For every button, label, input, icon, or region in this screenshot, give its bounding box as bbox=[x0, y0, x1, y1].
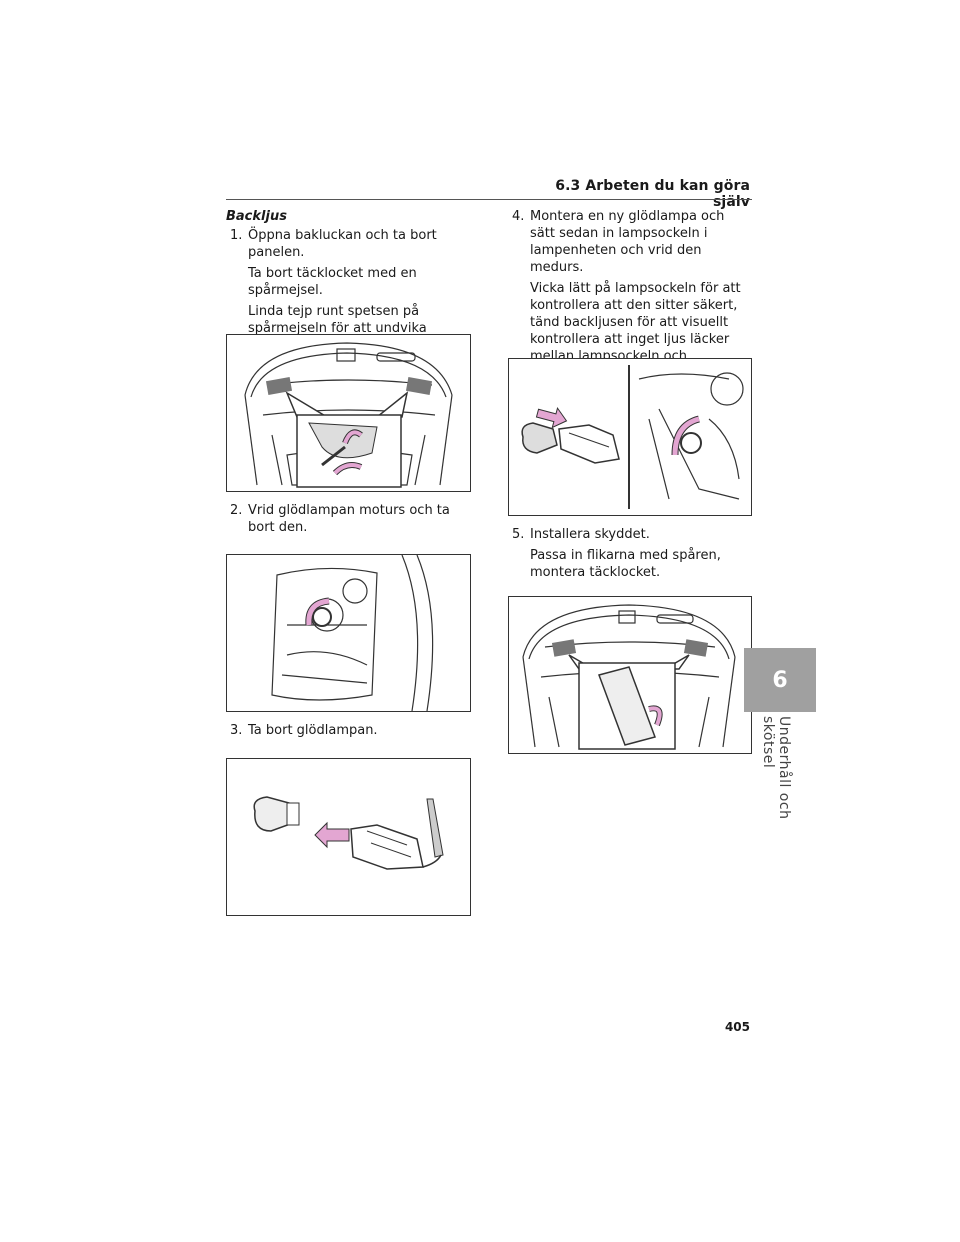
step-number: 1. bbox=[230, 228, 243, 243]
step-number: 4. bbox=[512, 209, 525, 224]
figure-remove-bulb bbox=[226, 758, 471, 916]
left-column-step-2: 2. Vrid glödlampan moturs och ta bort de… bbox=[226, 502, 472, 540]
bulb-removal-illustration bbox=[253, 796, 444, 870]
cover-install-illustration bbox=[522, 604, 736, 750]
header-rule bbox=[226, 199, 752, 200]
pry-arrow-icon bbox=[333, 463, 362, 475]
figure-tailgate-cover-removal bbox=[226, 334, 471, 492]
step-1: 1. Öppna bakluckan och ta bort panelen. bbox=[226, 227, 472, 261]
bulb-socket bbox=[312, 607, 332, 627]
step-number: 3. bbox=[230, 723, 243, 738]
new-bulb bbox=[521, 422, 558, 454]
figure-turn-bulb bbox=[226, 554, 471, 712]
insert-arrow-icon bbox=[535, 406, 568, 429]
step-1-note-1: Ta bort täcklocket med en spårmejsel. bbox=[248, 266, 417, 298]
chapter-label: Underhåll och skötsel bbox=[760, 716, 792, 820]
press-arrow-icon bbox=[648, 706, 662, 726]
figure-install-bulb bbox=[508, 358, 752, 516]
step-4: 4. Montera en ny glödlampa och sätt seda… bbox=[508, 208, 752, 276]
step-3: 3. Ta bort glödlampan. bbox=[226, 722, 472, 739]
step-text: Installera skyddet. bbox=[530, 527, 650, 542]
step-text: Öppna bakluckan och ta bort panelen. bbox=[248, 228, 437, 260]
section-header: 6.3 Arbeten du kan göra själv bbox=[555, 178, 750, 210]
step-2: 2. Vrid glödlampan moturs och ta bort de… bbox=[226, 502, 472, 536]
new-lamp-socket bbox=[558, 424, 620, 464]
step-number: 5. bbox=[512, 527, 525, 542]
step-4-note: Vicka lätt på lampsockeln för att kontro… bbox=[530, 281, 741, 381]
step-text: Vrid glödlampan moturs och ta bort den. bbox=[248, 503, 450, 535]
rotate-arrow-icon bbox=[343, 430, 363, 444]
left-cover-clip bbox=[265, 377, 293, 395]
step-text: Montera en ny glödlampa och sätt sedan i… bbox=[530, 209, 725, 275]
clockwise-arrow-icon bbox=[672, 416, 700, 456]
step-5-note: Passa in flikarna med spåren, montera tä… bbox=[530, 548, 721, 580]
lamp-housing-illustration bbox=[271, 555, 434, 711]
page-number: 405 bbox=[724, 1020, 750, 1034]
left-column-step-3: 3. Ta bort glödlampan. bbox=[226, 722, 472, 743]
tailgate-illustration bbox=[244, 342, 453, 488]
cover-panel bbox=[598, 666, 656, 746]
right-column-step-4: 4. Montera en ny glödlampa och sätt seda… bbox=[508, 208, 752, 386]
step-5: 5. Installera skyddet. bbox=[508, 526, 752, 543]
pull-arrow-icon bbox=[314, 821, 350, 849]
figure-install-cover bbox=[508, 596, 752, 754]
chapter-number: 6 bbox=[772, 667, 788, 693]
chapter-tab: 6 bbox=[744, 648, 816, 712]
counterclockwise-arrow-icon bbox=[306, 598, 330, 626]
lamp-socket bbox=[350, 824, 424, 870]
section-title: Backljus bbox=[226, 209, 287, 224]
installed-socket bbox=[680, 432, 702, 454]
right-column-step-5: 5. Installera skyddet. Passa in flikarna… bbox=[508, 526, 752, 585]
step-text: Ta bort glödlampan. bbox=[248, 723, 378, 738]
step-number: 2. bbox=[230, 503, 243, 518]
bulb-install-illustration bbox=[521, 365, 744, 509]
right-cover-clip bbox=[405, 377, 433, 395]
